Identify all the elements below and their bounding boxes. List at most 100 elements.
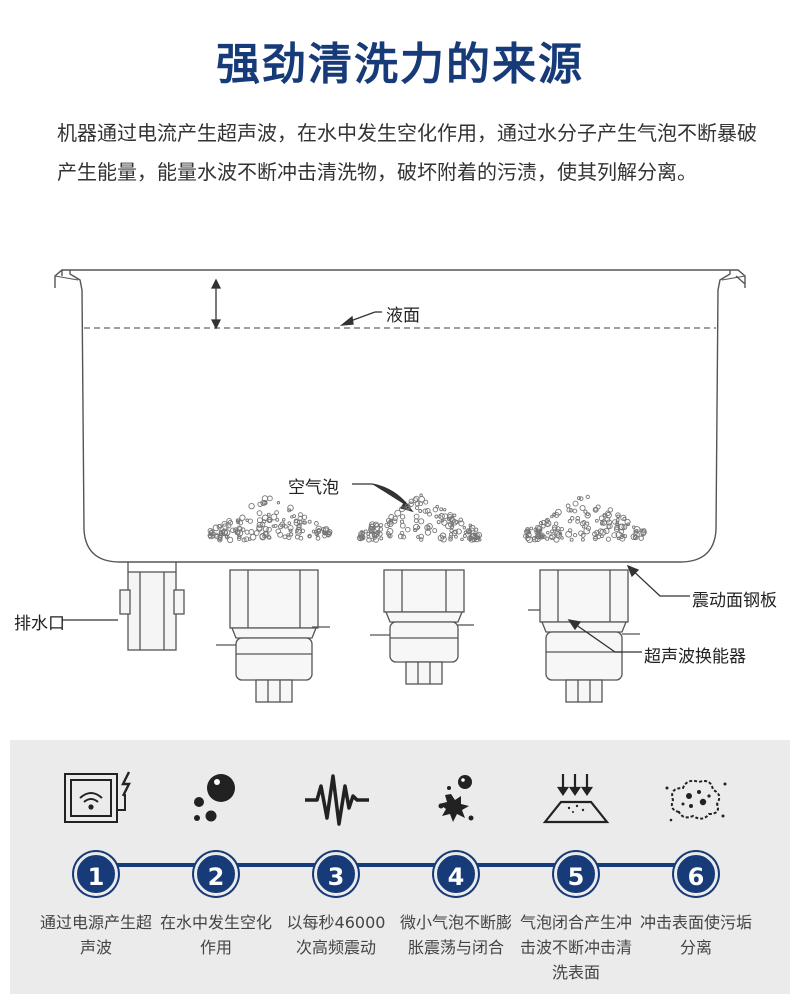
air-bubble — [266, 512, 271, 517]
air-bubble — [266, 526, 272, 533]
air-bubble — [544, 517, 550, 523]
air-bubble — [454, 534, 458, 539]
air-bubble — [413, 528, 418, 533]
air-bubble — [575, 516, 581, 521]
air-bubble — [615, 520, 620, 525]
air-bubble — [595, 504, 601, 510]
air-bubble — [440, 519, 445, 523]
air-bubble — [416, 525, 421, 530]
air-bubble — [388, 514, 395, 520]
air-bubble — [413, 518, 419, 524]
air-bubble — [465, 528, 473, 535]
air-bubble — [358, 534, 366, 541]
air-bubble — [266, 517, 273, 523]
air-bubble — [450, 521, 455, 526]
air-bubble — [399, 514, 406, 520]
air-bubble — [468, 523, 473, 528]
air-bubble — [447, 517, 452, 522]
air-bubble — [321, 530, 326, 535]
air-bubble — [418, 537, 424, 542]
air-bubble — [267, 535, 272, 540]
air-bubble — [271, 524, 275, 528]
steps-panel — [10, 740, 790, 994]
air-bubble — [287, 521, 292, 526]
air-bubble — [592, 506, 599, 513]
air-bubble — [230, 527, 236, 533]
air-bubble — [405, 505, 411, 511]
air-bubble — [462, 526, 466, 530]
label-vibrating-plate: 震动面钢板 — [692, 591, 777, 611]
air-bubble — [260, 521, 266, 527]
step-number: 2 — [194, 852, 238, 896]
air-bubble — [550, 514, 554, 519]
air-bubble — [455, 528, 462, 535]
step-5: 5 气泡闭合产生冲击波不断冲击清洗表面 — [516, 766, 636, 985]
air-bubble — [315, 535, 321, 541]
air-bubble — [525, 535, 531, 542]
air-bubble — [276, 501, 281, 505]
air-bubble — [549, 533, 556, 541]
air-bubble — [374, 525, 381, 532]
ultrasonic-generator-icon — [36, 766, 156, 832]
intro-paragraph: 机器通过电流产生超声波，在水中发生空化作用，通过水分子产生气泡不断暴破产生能量，… — [57, 121, 757, 184]
air-bubble — [436, 520, 441, 525]
air-bubble — [445, 522, 452, 530]
air-bubble — [585, 494, 590, 500]
air-bubble — [554, 529, 561, 536]
air-bubble — [577, 496, 581, 501]
step-text: 以每秒46000次高频震动 — [286, 913, 386, 957]
air-bubble — [448, 535, 453, 540]
air-bubble — [545, 522, 550, 528]
air-bubble — [247, 537, 252, 541]
air-bubble — [452, 513, 457, 518]
air-bubble — [427, 511, 432, 517]
air-bubble — [226, 536, 234, 544]
air-bubble — [379, 536, 384, 541]
air-bubble — [454, 519, 459, 525]
air-bubble — [207, 533, 213, 538]
air-bubble — [253, 530, 260, 536]
air-bubble — [239, 514, 246, 521]
air-bubble — [314, 521, 319, 526]
air-bubble — [274, 510, 279, 515]
air-bubble — [633, 534, 639, 541]
step-number: 3 — [314, 852, 358, 896]
air-bubble — [612, 519, 618, 525]
drain-outlet — [119, 562, 185, 651]
air-bubble — [413, 495, 420, 502]
air-bubble — [307, 533, 312, 539]
air-bubble — [555, 532, 563, 539]
air-bubble — [263, 500, 268, 505]
air-bubble — [416, 535, 420, 539]
air-bubble — [413, 513, 420, 520]
air-bubble — [322, 527, 330, 535]
air-bubble — [529, 526, 534, 531]
step-text: 冲击表面使污垢分离 — [640, 913, 753, 957]
air-bubble — [581, 520, 587, 525]
air-bubble — [387, 533, 393, 539]
air-bubble — [422, 508, 428, 514]
air-bubble — [594, 518, 599, 523]
air-bubble — [218, 529, 223, 534]
air-bubble — [209, 529, 215, 535]
air-bubble — [225, 534, 230, 540]
air-bubble — [392, 515, 398, 522]
air-bubble — [525, 527, 530, 532]
air-bubble — [605, 512, 612, 519]
air-bubble — [580, 532, 586, 538]
air-bubble — [438, 513, 445, 520]
air-bubble — [443, 508, 447, 512]
step-number: 6 — [674, 852, 718, 896]
air-bubble — [619, 535, 626, 542]
air-bubble — [624, 518, 631, 525]
air-bubble — [414, 505, 420, 511]
air-bubble — [245, 518, 249, 523]
air-bubble — [639, 528, 643, 532]
air-bubble — [555, 526, 561, 532]
air-bubble — [388, 520, 393, 525]
air-bubble — [418, 501, 424, 507]
label-transducer: 超声波换能器 — [644, 647, 746, 667]
tank-diagram: 液面 空气泡 排水口 震动面钢板 超声波换能器 — [0, 250, 800, 720]
air-bubble — [572, 500, 579, 507]
air-bubble — [236, 536, 242, 541]
